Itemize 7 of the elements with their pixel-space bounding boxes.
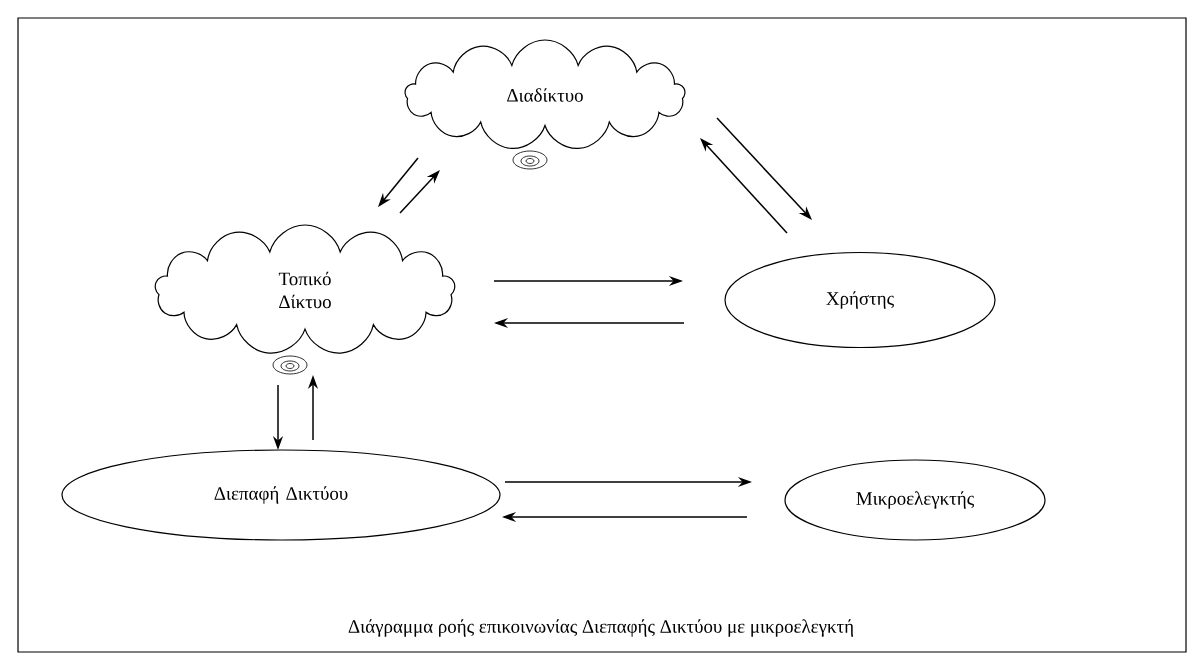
ellipse-node: Διεπαφή Δικτύου	[61, 449, 501, 541]
caption: Διάγραμμα ροής επικοινωνίας Διεπαφής Δικτύου με μικροελεγκτή	[348, 619, 854, 637]
ellipse-node: Μικροελεγκτής	[784, 459, 1046, 541]
arrow	[716, 117, 812, 220]
arrow	[399, 170, 440, 214]
arrow	[700, 138, 788, 234]
ellipse-node: Χρήστης	[724, 251, 996, 349]
